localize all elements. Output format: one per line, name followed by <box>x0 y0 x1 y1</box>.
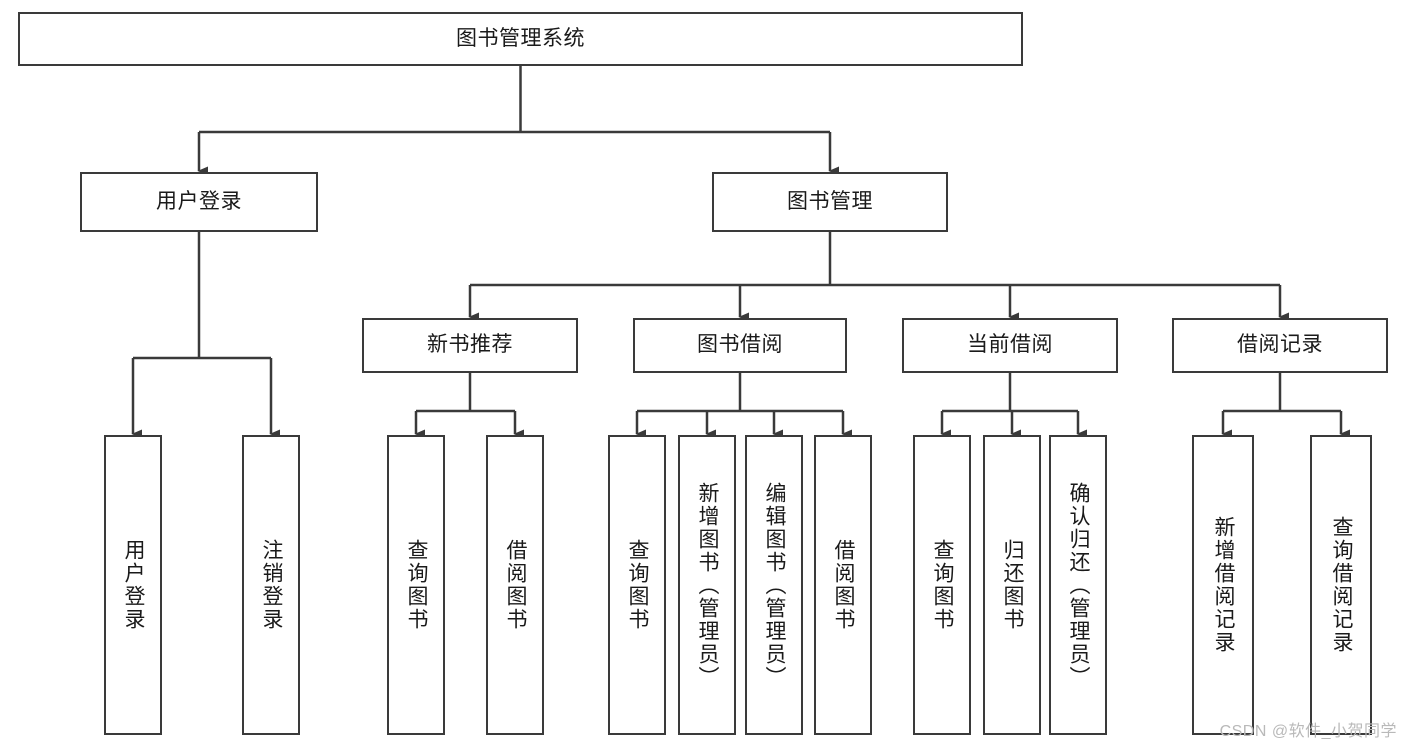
node-label: 图书管理 <box>787 189 873 213</box>
node-label: 图书管理系统 <box>456 26 585 50</box>
node-label: 当前借阅 <box>967 333 1053 357</box>
node-label: 查询图书 <box>931 539 955 631</box>
node-l-add[interactable]: 新增图书（管理员） <box>678 435 736 735</box>
node-l-confirm[interactable]: 确认归还（管理员） <box>1049 435 1107 735</box>
node-label: 查询图书 <box>626 539 650 631</box>
node-current[interactable]: 当前借阅 <box>902 318 1118 373</box>
node-label: 注销登录 <box>260 539 284 631</box>
node-borrow[interactable]: 图书借阅 <box>633 318 847 373</box>
node-label: 新增图书（管理员） <box>696 481 720 689</box>
node-label: 用户登录 <box>156 189 242 213</box>
node-bookmgmt[interactable]: 图书管理 <box>712 172 948 232</box>
node-label: 借阅图书 <box>504 539 528 631</box>
node-login[interactable]: 用户登录 <box>80 172 318 232</box>
node-label: 确认归还（管理员） <box>1067 481 1091 689</box>
node-l-query1[interactable]: 查询图书 <box>387 435 445 735</box>
node-root[interactable]: 图书管理系统 <box>18 12 1023 66</box>
node-records[interactable]: 借阅记录 <box>1172 318 1388 373</box>
node-l-query3[interactable]: 查询图书 <box>913 435 971 735</box>
node-label: 查询借阅记录 <box>1330 516 1354 654</box>
node-l-login[interactable]: 用户登录 <box>104 435 162 735</box>
node-newbook[interactable]: 新书推荐 <box>362 318 578 373</box>
node-label: 新增借阅记录 <box>1212 516 1236 654</box>
node-label: 归还图书 <box>1001 539 1025 631</box>
node-l-borrow1[interactable]: 借阅图书 <box>486 435 544 735</box>
node-label: 编辑图书（管理员） <box>763 481 787 689</box>
node-l-logout[interactable]: 注销登录 <box>242 435 300 735</box>
node-l-addrec[interactable]: 新增借阅记录 <box>1192 435 1254 735</box>
node-l-query2[interactable]: 查询图书 <box>608 435 666 735</box>
node-l-queryrec[interactable]: 查询借阅记录 <box>1310 435 1372 735</box>
node-label: 图书借阅 <box>697 333 783 357</box>
node-label: 查询图书 <box>405 539 429 631</box>
node-l-edit[interactable]: 编辑图书（管理员） <box>745 435 803 735</box>
node-label: 借阅记录 <box>1237 333 1323 357</box>
node-l-borrow2[interactable]: 借阅图书 <box>814 435 872 735</box>
node-label: 新书推荐 <box>427 333 513 357</box>
csdn-watermark: CSDN @软件_小贺同学 <box>1219 723 1397 740</box>
node-label: 用户登录 <box>122 539 146 631</box>
node-label: 借阅图书 <box>832 539 856 631</box>
node-l-return[interactable]: 归还图书 <box>983 435 1041 735</box>
